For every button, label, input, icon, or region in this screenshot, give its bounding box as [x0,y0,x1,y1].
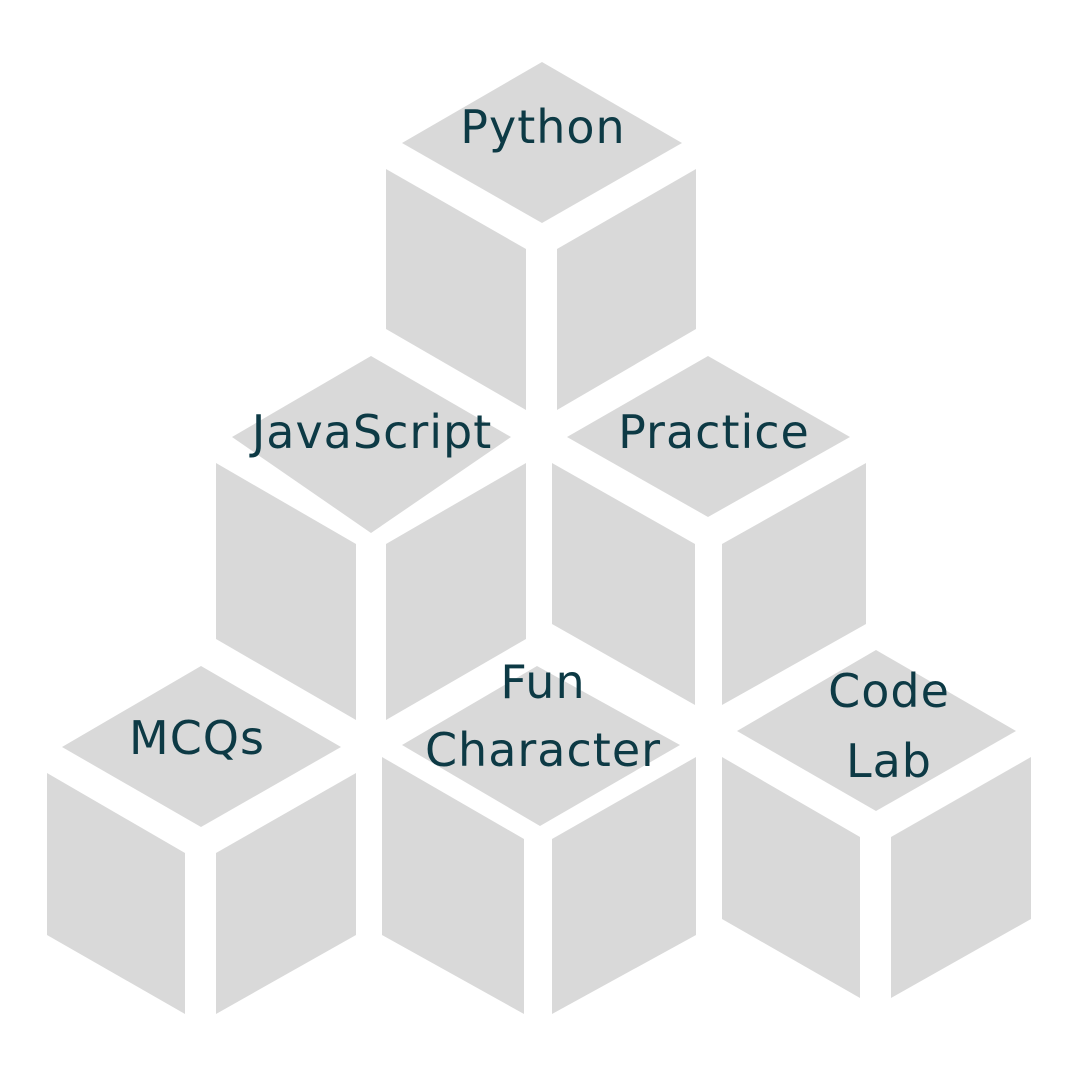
cube-python[interactable]: Python [386,62,696,410]
cube-top-face [737,650,1016,811]
cube-javascript[interactable]: JavaScript [216,356,526,720]
cube-top-face [567,356,850,517]
cube-label: Practice [618,405,810,459]
cube-top-face [402,666,680,826]
cube-left-face [216,463,356,720]
cube-label: Python [460,100,625,154]
cube-practice[interactable]: Practice [552,356,866,705]
cube-top-face [62,666,341,827]
cube-label: Code [828,664,950,718]
cube-label: Fun [500,655,585,709]
cube-top-face [402,62,682,223]
cube-label: Lab [846,734,932,788]
cube-top-face [232,356,511,533]
cube-right-face [722,463,866,705]
cube-left-face [47,773,185,1014]
cube-left-face [552,463,695,705]
cube-left-face [722,757,860,998]
cube-right-face [557,169,696,410]
cube-left-face [382,757,524,1014]
cube-right-face [386,463,526,720]
cube-right-face [552,757,696,1014]
cube-mcqs[interactable]: MCQs [47,666,356,1014]
cube-right-face [216,773,356,1014]
cube-label: JavaScript [249,405,493,459]
cube-label: Character [425,723,661,777]
cube-right-face [891,757,1031,998]
cube-left-face [386,169,526,410]
cube-label: MCQs [129,711,265,765]
